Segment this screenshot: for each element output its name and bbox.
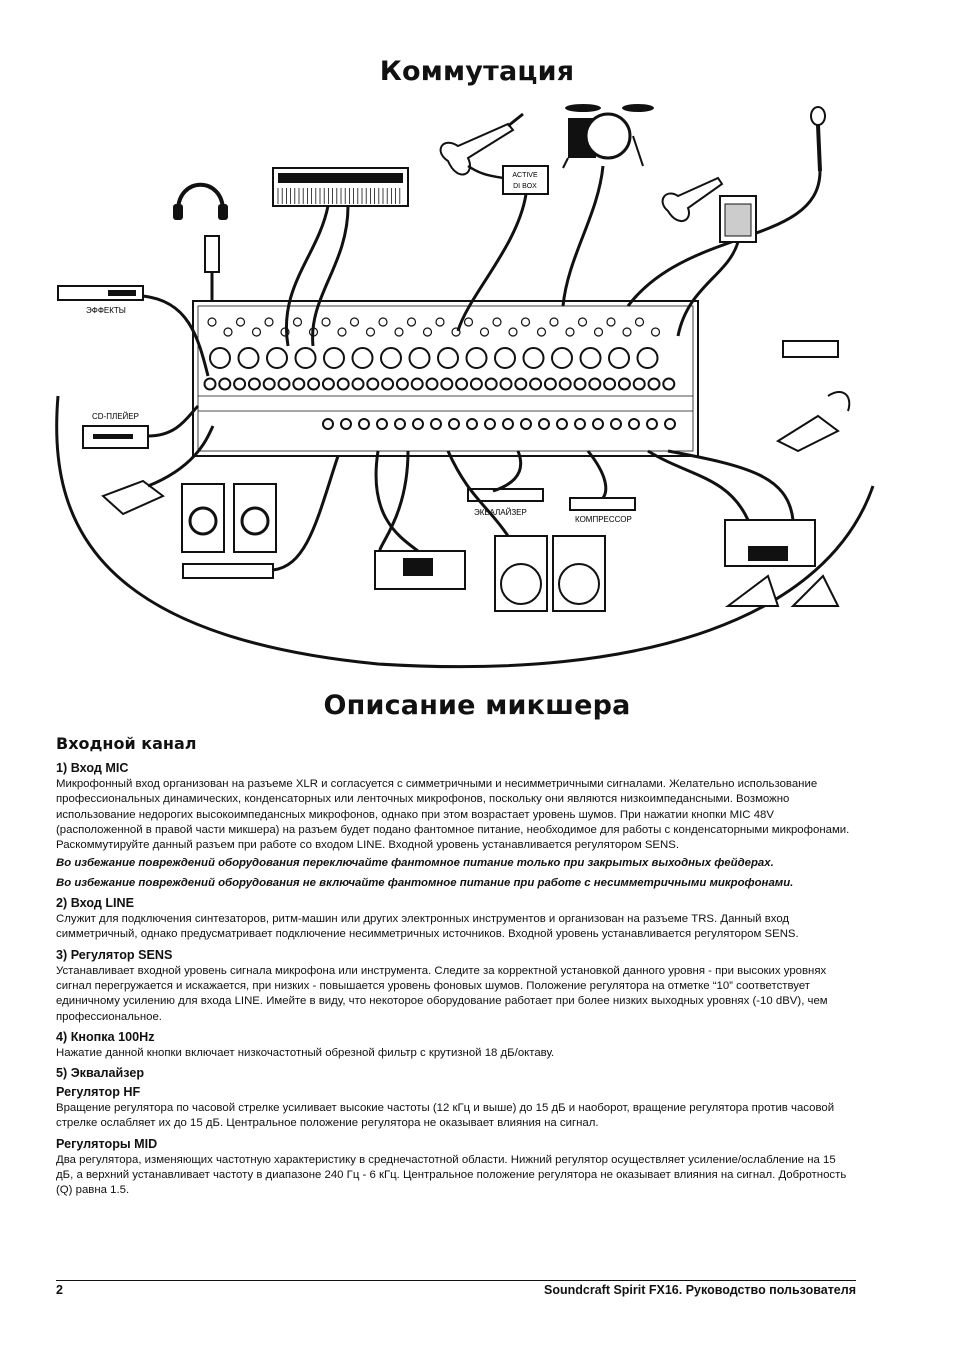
effects-label: ЭФФЕКТЫ <box>86 306 126 315</box>
item-text: Два регулятора, изменяющих частотную хар… <box>56 1153 847 1197</box>
subitem-heading: Регуляторы MID <box>56 1136 158 1151</box>
item-heading: 3) Регулятор SENS <box>56 947 173 962</box>
guitar-amp-icon <box>661 176 757 337</box>
compressor-label: КОМПРЕССОР <box>575 515 632 524</box>
item-heading: 2) Вход LINE <box>56 896 135 911</box>
item-text: Вращение регулятора по часовой стрелке у… <box>56 1102 835 1130</box>
document-title: Soundcraft Spirit FX16. Руководство поль… <box>544 1283 856 1297</box>
di-box-label-1: ACTIVE <box>512 172 538 179</box>
cd-player-unit: CD-ПЛЕЙЕР <box>82 404 200 449</box>
equalizer-label: ЭКВАЛАЙЗЕР <box>474 508 527 517</box>
equalizer-unit: ЭКВАЛАЙЗЕР <box>467 488 544 517</box>
item-heading: 1) Вход MIC <box>56 761 129 775</box>
warning-text: Во избежание повреждений оборудования пе… <box>56 857 774 870</box>
content-body: Входной канал 1) Вход MIC Микрофонный вх… <box>56 734 856 1202</box>
monitor-amp-wedges <box>724 519 840 607</box>
wireless-mic-icon <box>775 340 851 453</box>
active-di-box: ACTIVE DI BOX <box>456 164 549 332</box>
headphones-icon <box>173 182 228 301</box>
warning-text: Во избежание повреждений оборудования не… <box>56 876 794 889</box>
connection-diagram: ACTIVE DI BOX <box>55 104 875 669</box>
keyboard-synth-icon <box>272 167 409 347</box>
drum-kit-icon <box>561 104 654 307</box>
power-amplifier <box>374 550 466 590</box>
effects-unit: ЭФФЕКТЫ <box>57 285 210 377</box>
footer-rule <box>56 1280 856 1281</box>
subitem-heading: Регулятор HF <box>56 1085 141 1100</box>
item-heading: 4) Кнопка 100Hz <box>56 1029 155 1044</box>
studio-monitors <box>181 455 340 579</box>
routing-title: Коммутация <box>379 56 575 87</box>
loop-cable <box>55 395 875 669</box>
item-heading: 5) Эквалайзер <box>56 1066 145 1081</box>
compressor-unit: КОМПРЕССОР <box>569 497 636 524</box>
page-number: 2 <box>56 1283 63 1297</box>
input-channel-heading: Входной канал <box>56 734 197 753</box>
footswitch-icon <box>101 425 215 516</box>
di-box-label-2: DI BOX <box>513 183 537 190</box>
mixer-description-title: Описание микшера <box>323 690 631 721</box>
guitar-icon <box>439 112 524 176</box>
pa-speakers <box>494 535 606 612</box>
item-text: Микрофонный вход организован на разъеме … <box>56 778 850 852</box>
item-text: Устанавливает входной уровень сигнала ми… <box>56 964 828 1023</box>
item-text: Нажатие данной кнопки включает низкочаст… <box>56 1046 555 1059</box>
mixer-panel <box>192 300 699 457</box>
item-text: Служит для подключения синтезаторов, рит… <box>56 913 799 941</box>
cd-player-label: CD-ПЛЕЙЕР <box>92 412 139 421</box>
